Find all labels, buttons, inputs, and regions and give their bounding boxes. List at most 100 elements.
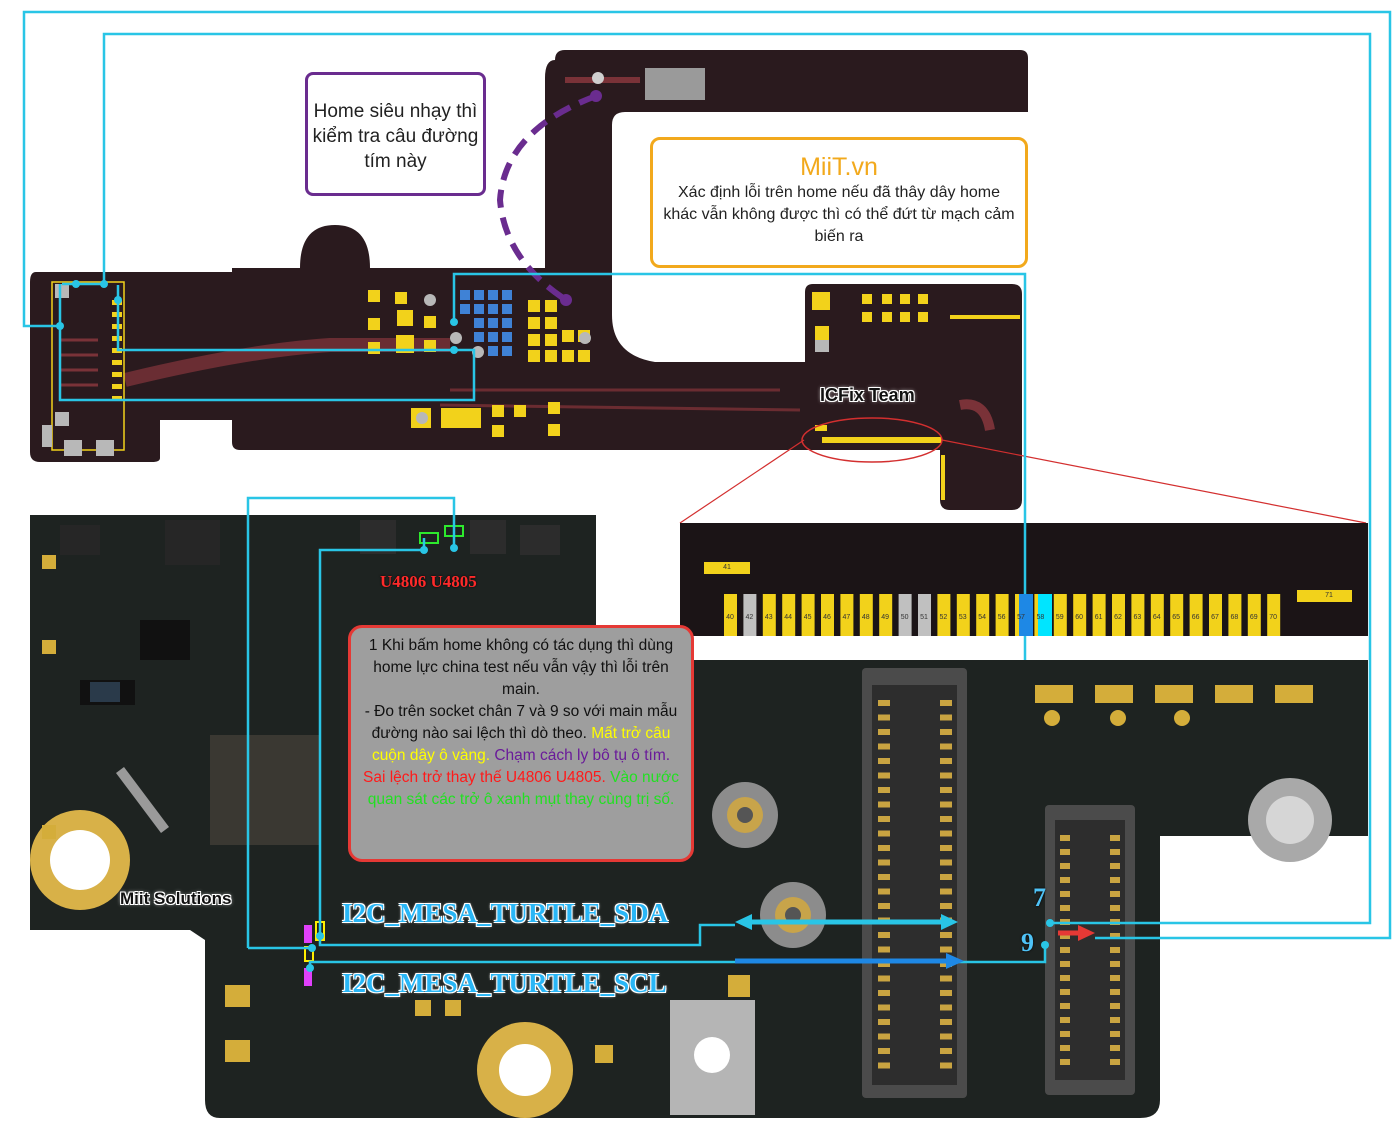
diagnosis-callout: 1 Khi bấm home không có tác dụng thì dùn… bbox=[348, 625, 694, 862]
pin-number-53: 53 bbox=[958, 614, 967, 621]
socket-pin bbox=[878, 903, 890, 909]
socket-pin bbox=[1060, 877, 1070, 883]
socket-pin bbox=[940, 859, 952, 866]
socket-pin bbox=[878, 859, 890, 866]
connector-pin-53 bbox=[956, 594, 970, 636]
socket-pin bbox=[878, 1019, 890, 1025]
pin-number-54: 54 bbox=[978, 614, 987, 621]
pin-number-66: 66 bbox=[1191, 614, 1200, 621]
socket-pin bbox=[940, 758, 952, 764]
pin-number-68: 68 bbox=[1230, 614, 1239, 621]
socket-pin bbox=[940, 1062, 952, 1069]
brand-name: MiiT.vn bbox=[800, 153, 878, 181]
connector-pin-63 bbox=[1131, 594, 1145, 636]
connector-pin-60 bbox=[1073, 594, 1087, 636]
connector-pin-46 bbox=[821, 594, 834, 636]
signal-traces bbox=[22, 10, 1392, 968]
socket-pin bbox=[1110, 849, 1120, 855]
socket-pin bbox=[1110, 863, 1120, 869]
pin-number-46: 46 bbox=[823, 614, 831, 621]
socket-pin bbox=[940, 830, 952, 837]
socket-pin bbox=[1110, 835, 1120, 841]
pin-number-50: 50 bbox=[900, 614, 909, 621]
socket-pin bbox=[940, 1033, 952, 1040]
socket-pin bbox=[940, 990, 952, 996]
pin-number-43: 43 bbox=[764, 614, 773, 621]
socket-pin bbox=[940, 787, 952, 793]
socket-pin bbox=[878, 874, 890, 880]
connector-pin-47 bbox=[840, 594, 854, 636]
sda-label: I2C_MESA_TURTLE_SDA bbox=[342, 898, 669, 928]
pin-number-60: 60 bbox=[1075, 614, 1084, 621]
socket-pin bbox=[878, 787, 890, 793]
ic-label: U4806 U4805 bbox=[380, 572, 477, 591]
socket-pin bbox=[878, 845, 890, 851]
pin-label-41: 41 bbox=[723, 564, 731, 571]
socket-pin bbox=[940, 1048, 952, 1054]
socket-pin bbox=[1060, 1045, 1070, 1051]
socket-pin bbox=[878, 1004, 890, 1011]
socket-pin bbox=[940, 714, 952, 721]
pin-number-44: 44 bbox=[784, 614, 793, 621]
socket-pin bbox=[878, 700, 890, 706]
socket-pin bbox=[1110, 1003, 1120, 1009]
connector-pin-44 bbox=[782, 594, 796, 636]
socket-pin bbox=[940, 1004, 952, 1011]
purple-callout: Home siêu nhạy thì kiểm tra câu đường tí… bbox=[305, 72, 486, 196]
pin-number-45: 45 bbox=[803, 614, 812, 621]
socket-pin bbox=[1110, 1017, 1120, 1023]
team-label: ICFix Team bbox=[820, 385, 915, 405]
socket-pin bbox=[1110, 947, 1120, 953]
connector-pin-54 bbox=[976, 594, 990, 636]
diagnosis-yellow-note: Mất trở câu cuộn dây ô vàng. bbox=[371, 725, 671, 764]
socket-pin bbox=[878, 1062, 890, 1069]
pin-number-59: 59 bbox=[1055, 614, 1064, 621]
socket-pin bbox=[1060, 849, 1070, 855]
socket-pin bbox=[1060, 905, 1070, 911]
pin-number-56: 56 bbox=[997, 614, 1006, 621]
pin-number-49: 49 bbox=[881, 614, 890, 621]
socket-pin bbox=[878, 961, 890, 967]
socket-pin bbox=[1060, 1031, 1070, 1037]
socket-pin bbox=[878, 743, 890, 750]
connector-pin-49 bbox=[879, 594, 893, 636]
pin-number-48: 48 bbox=[861, 614, 870, 621]
connector-pin-51 bbox=[918, 594, 931, 636]
socket-pin bbox=[940, 946, 952, 953]
socket-pin bbox=[940, 743, 952, 750]
socket-pin bbox=[878, 758, 890, 764]
socket-pin bbox=[940, 903, 952, 909]
socket-pin bbox=[1060, 947, 1070, 953]
socket-pin bbox=[878, 816, 890, 822]
socket-pin bbox=[1110, 1059, 1120, 1065]
connector-pin-65 bbox=[1170, 594, 1184, 636]
socket-pin bbox=[940, 932, 952, 938]
pin-number-40: 40 bbox=[726, 614, 734, 621]
pin-number-67: 67 bbox=[1211, 614, 1219, 621]
connector-pin-43 bbox=[762, 594, 776, 636]
brand-callout: MiiT.vn Xác định lỗi trên home nếu đã th… bbox=[650, 137, 1028, 268]
socket-pin bbox=[1110, 933, 1120, 939]
pin-number-69: 69 bbox=[1249, 614, 1258, 621]
connector-pin-59 bbox=[1053, 594, 1067, 636]
socket-pin bbox=[1110, 989, 1120, 995]
socket-pin bbox=[1060, 891, 1070, 897]
socket-pin bbox=[940, 772, 952, 779]
connector-pin-45 bbox=[801, 594, 815, 636]
socket-pin bbox=[1110, 961, 1120, 967]
socket-pin bbox=[878, 888, 890, 895]
socket-pin bbox=[878, 772, 890, 779]
socket-pin bbox=[1110, 891, 1120, 897]
socket-pin bbox=[1110, 1031, 1120, 1037]
pin-number-62: 62 bbox=[1114, 614, 1122, 621]
socket-pin bbox=[940, 816, 952, 822]
socket-pin bbox=[878, 946, 890, 953]
socket-pin bbox=[1060, 1003, 1070, 1009]
connector-pin-66 bbox=[1189, 594, 1203, 636]
socket-pin bbox=[878, 1048, 890, 1054]
socket-pin bbox=[1060, 863, 1070, 869]
socket-pin bbox=[940, 1019, 952, 1025]
connector-pin-62 bbox=[1112, 594, 1125, 636]
connector-pin-64 bbox=[1150, 594, 1164, 636]
connector-pin-56 bbox=[995, 594, 1009, 636]
